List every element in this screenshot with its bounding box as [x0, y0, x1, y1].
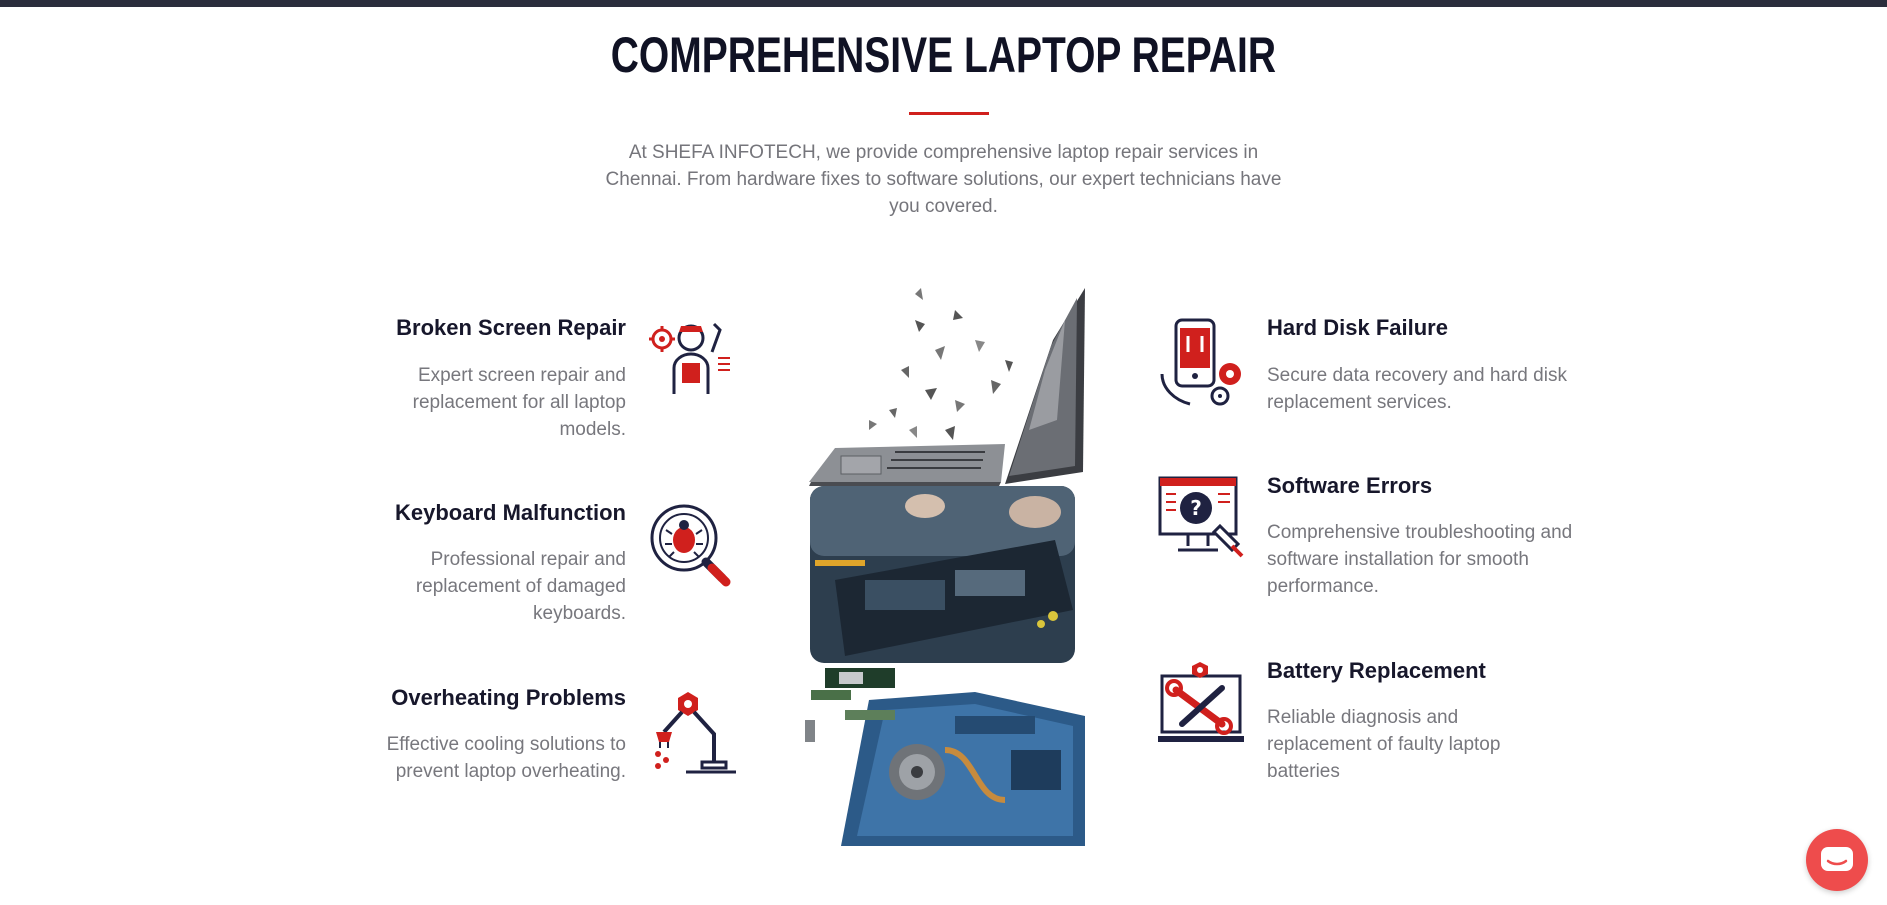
laptop-disassembly-photo: [810, 486, 1075, 663]
section-intro: At SHEFA INFOTECH, we provide comprehens…: [605, 142, 1282, 217]
laptop-repair-collage: [805, 288, 1085, 846]
motherboard-photo: [805, 668, 1085, 846]
service-title-software: Software Errors: [1267, 473, 1433, 498]
phone-repair-icon: [1160, 318, 1241, 406]
chat-bubble-icon: [1821, 847, 1853, 871]
service-desc-keyboard: Professional repair and replacement of d…: [415, 549, 626, 624]
robotic-arm-icon: [655, 692, 736, 774]
service-desc-battery: Reliable diagnosis and replacement of fa…: [1267, 707, 1501, 782]
monitor-help-icon: ?: [1158, 476, 1244, 558]
service-desc-broken-screen: Expert screen repair and replacement for…: [412, 365, 626, 440]
svg-text:?: ?: [1190, 496, 1202, 520]
bug-magnifier-icon: [650, 504, 731, 587]
service-title-hard-disk: Hard Disk Failure: [1267, 315, 1448, 340]
service-title-battery: Battery Replacement: [1267, 658, 1486, 683]
service-title-overheating: Overheating Problems: [391, 685, 626, 710]
service-title-keyboard: Keyboard Malfunction: [394, 500, 626, 525]
service-title-broken-screen: Broken Screen Repair: [396, 315, 626, 340]
service-desc-hard-disk: Secure data recovery and hard disk repla…: [1267, 365, 1567, 413]
top-bar: [0, 0, 1887, 7]
section-title: COMPREHENSIVE LAPTOP REPAIR: [610, 27, 1277, 83]
laptop-tools-icon: [1158, 662, 1244, 742]
service-desc-software: Comprehensive troubleshooting and softwa…: [1267, 522, 1573, 597]
chat-widget-button[interactable]: [1806, 829, 1868, 891]
shattered-laptop-image: [809, 288, 1085, 486]
service-desc-overheating: Effective cooling solutions to prevent l…: [386, 734, 626, 782]
title-underline: [909, 112, 989, 115]
technician-icon: [649, 322, 730, 394]
